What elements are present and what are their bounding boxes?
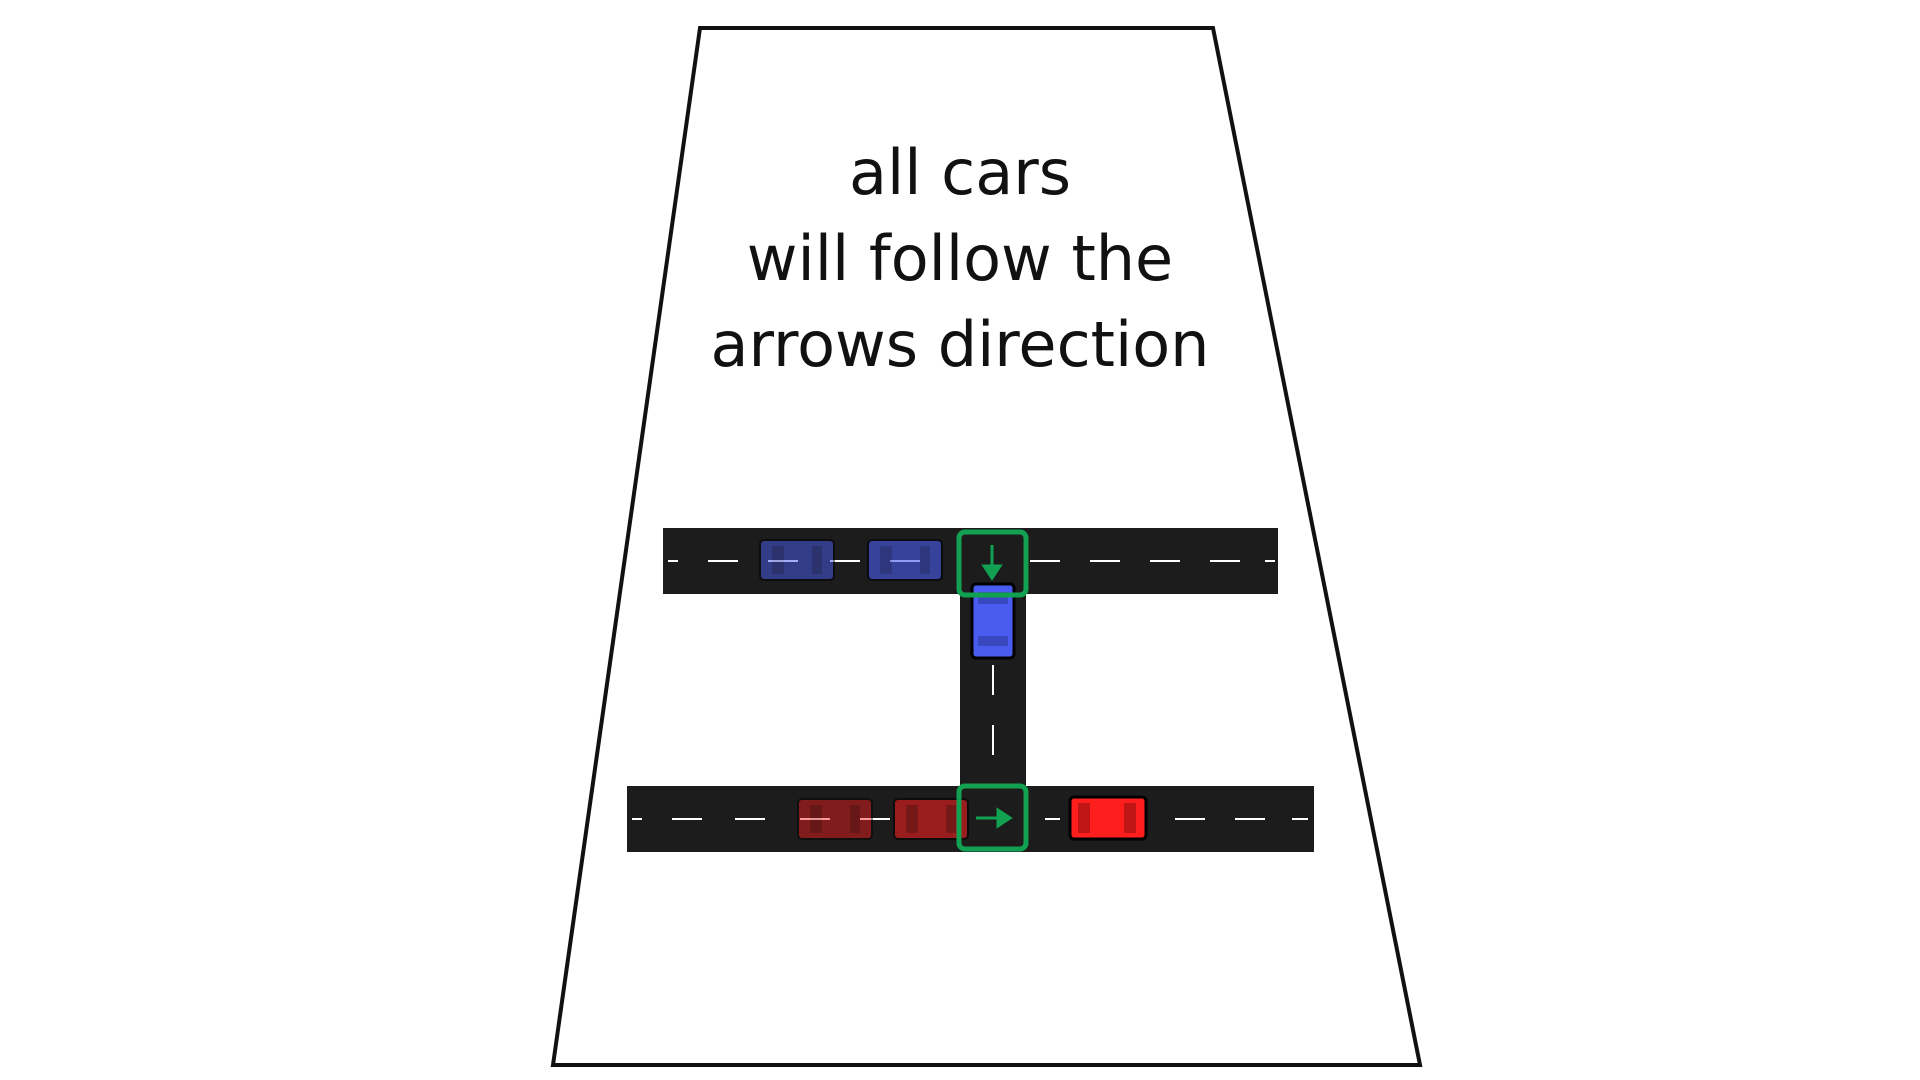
blue-car-active[interactable] [970, 582, 1016, 660]
blue-car-queued-2 [867, 539, 943, 581]
instruction-line-1: all cars [848, 136, 1072, 209]
top-road [663, 528, 1278, 594]
red-car-queued-1 [797, 798, 873, 840]
instruction-line-2: will follow the [746, 222, 1174, 295]
red-car-active[interactable] [1068, 795, 1148, 841]
arrow-down-icon [981, 545, 1003, 581]
bottom-junction-switch[interactable] [956, 783, 1029, 852]
instruction-text: all cars will follow the arrows directio… [560, 130, 1360, 388]
instruction-line-3: arrows direction [710, 308, 1210, 381]
top-junction-switch[interactable] [956, 529, 1029, 598]
arrow-right-icon [976, 807, 1013, 829]
bottom-road [627, 786, 1314, 852]
blue-car-queued-1 [759, 539, 835, 581]
red-car-queued-2 [893, 798, 969, 840]
